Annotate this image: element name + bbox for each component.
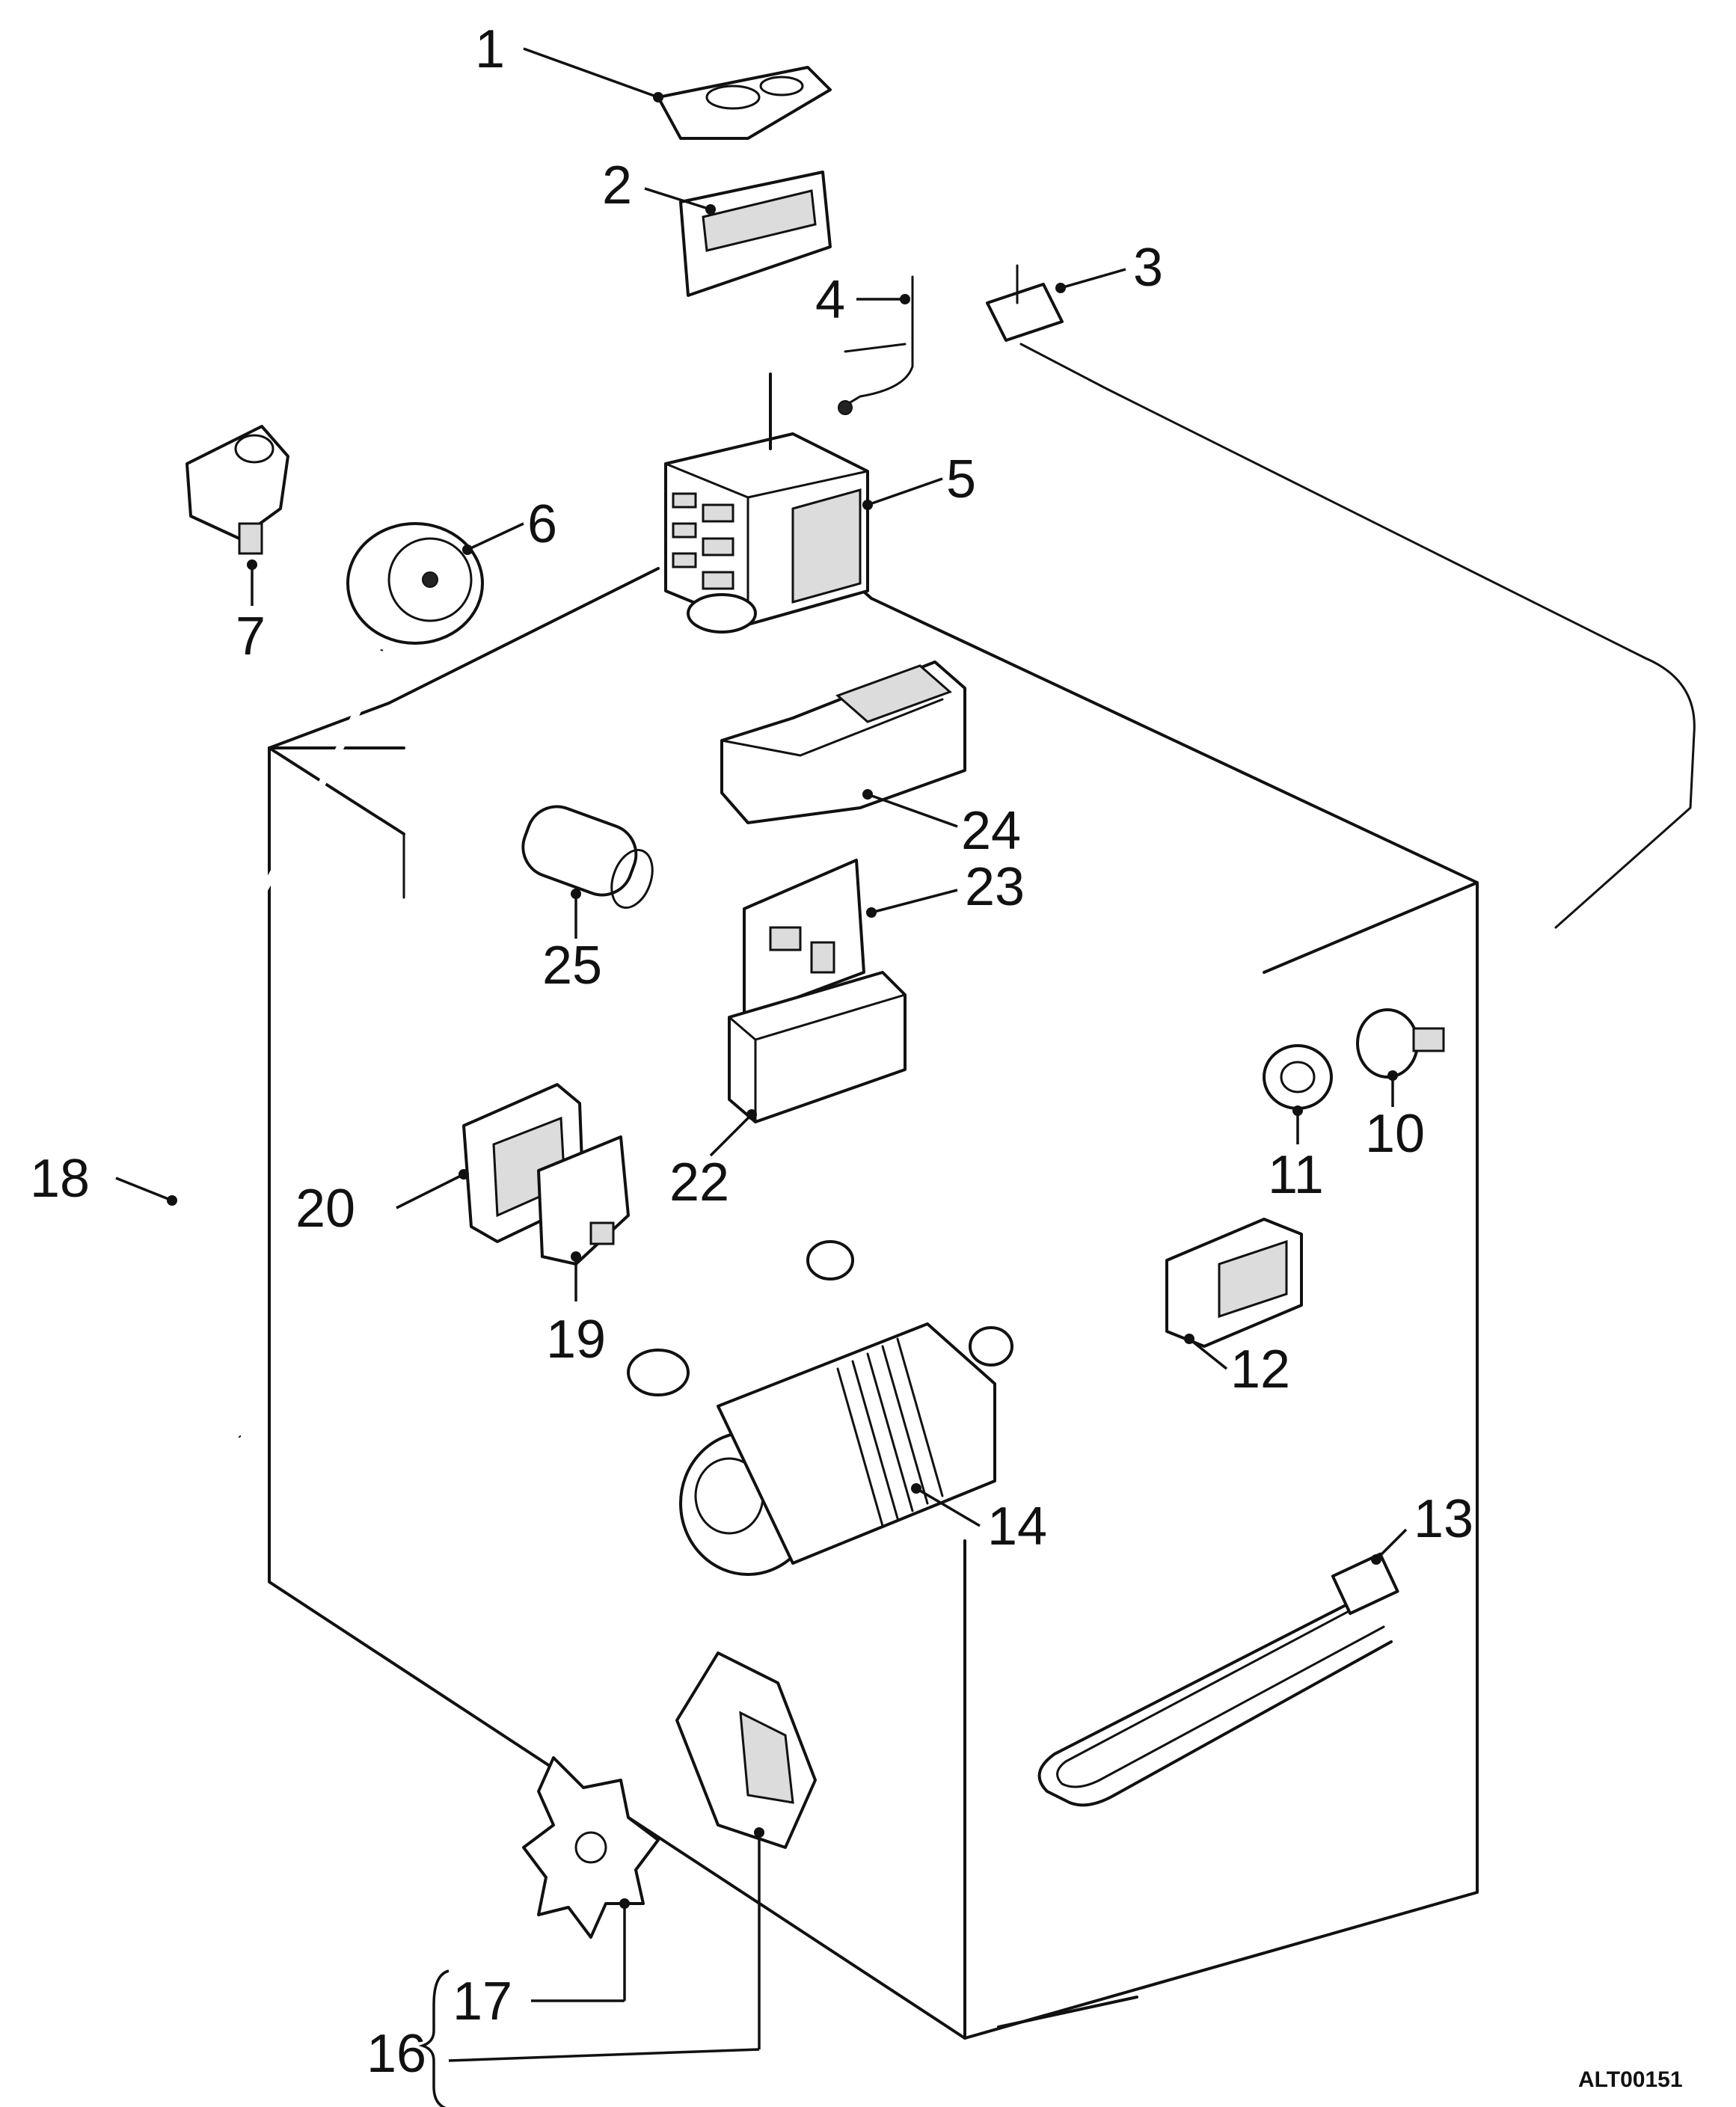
part-4-thermistor bbox=[838, 275, 914, 415]
label-7: 7 bbox=[236, 607, 266, 666]
cabinet-outline bbox=[268, 541, 1479, 2040]
part-25-capacitor bbox=[521, 805, 654, 939]
label-2: 2 bbox=[602, 156, 632, 215]
part-5-timer bbox=[664, 372, 943, 634]
label-1: 1 bbox=[475, 19, 505, 79]
motor-windings bbox=[836, 1337, 944, 1527]
label-5: 5 bbox=[946, 450, 976, 509]
label-17: 17 bbox=[453, 1972, 512, 2031]
part-16-pump bbox=[448, 1651, 817, 2062]
label-6: 6 bbox=[527, 494, 557, 554]
part-14-motor bbox=[627, 1240, 1013, 1576]
part-7-solenoid-valve bbox=[185, 425, 289, 606]
part-18-hose bbox=[115, 649, 385, 1439]
label-24: 24 bbox=[961, 801, 1021, 861]
label-13: 13 bbox=[1414, 1489, 1473, 1549]
label-16: 16 bbox=[366, 2024, 426, 2084]
part-17-fan bbox=[522, 1756, 660, 2002]
label-14: 14 bbox=[987, 1497, 1047, 1557]
label-12: 12 bbox=[1230, 1340, 1290, 1399]
part-24-cover bbox=[720, 660, 966, 828]
label-11: 11 bbox=[1268, 1145, 1324, 1205]
part-13-heating-element bbox=[1037, 1528, 1408, 1807]
brace-16 bbox=[418, 1969, 450, 2107]
label-19: 19 bbox=[546, 1310, 606, 1370]
label-18: 18 bbox=[30, 1149, 90, 1209]
reference-code: ALT00151 bbox=[1578, 2067, 1683, 2092]
timer-contacts bbox=[672, 492, 734, 590]
part-11-thermostat bbox=[1263, 1044, 1333, 1144]
part-2-switch-block bbox=[644, 171, 832, 297]
part-10-switch bbox=[1356, 1008, 1445, 1107]
part-12-door-lock bbox=[1165, 1218, 1303, 1370]
part-19-door-interlock bbox=[537, 1135, 630, 1301]
label-3: 3 bbox=[1133, 238, 1163, 298]
part-labels: 1 2 3 4 5 6 7 10 11 12 13 14 16 17 18 19… bbox=[30, 19, 1473, 2084]
label-23: 23 bbox=[965, 857, 1025, 917]
label-20: 20 bbox=[295, 1179, 355, 1239]
label-4: 4 bbox=[815, 270, 845, 330]
part-22-filter-housing bbox=[709, 971, 907, 1157]
label-22: 22 bbox=[669, 1153, 729, 1212]
label-10: 10 bbox=[1365, 1104, 1425, 1164]
part-23-filter-board bbox=[743, 859, 958, 1019]
part-1-panel-seal bbox=[523, 47, 832, 140]
part-6-pump-motor bbox=[346, 522, 524, 645]
part-3-pressure-switch bbox=[986, 264, 1696, 929]
label-25: 25 bbox=[542, 936, 602, 996]
